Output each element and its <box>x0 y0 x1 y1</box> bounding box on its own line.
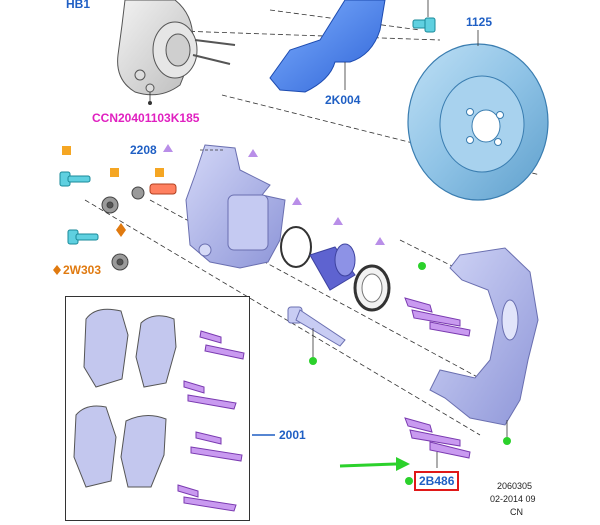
label-guide-kit[interactable]: 2208 <box>130 143 157 157</box>
guide-bushing-lower[interactable] <box>111 253 129 271</box>
caliper-bracket[interactable] <box>429 247 539 426</box>
label-brake-disc[interactable]: 1125 <box>466 15 493 29</box>
triangle-marker-icon <box>248 149 258 157</box>
piston-seal[interactable] <box>353 264 391 312</box>
label-bolts[interactable]: 2W303 <box>63 263 102 277</box>
arrow-icon <box>339 457 410 471</box>
triangle-marker-icon <box>163 144 173 152</box>
diamond-marker-icon <box>53 265 61 275</box>
splash-shield[interactable] <box>269 0 386 93</box>
brake-pads-kit-box[interactable] <box>65 296 250 521</box>
shield-bolt[interactable] <box>412 17 436 33</box>
dot-marker-icon <box>405 477 413 485</box>
steering-knuckle[interactable] <box>117 0 236 96</box>
brake-pad <box>135 315 177 388</box>
caliper-housing[interactable] <box>185 144 286 269</box>
brake-disc[interactable] <box>407 43 549 201</box>
label-knuckle-code[interactable]: CCN20401103K185 <box>92 111 200 125</box>
dust-boot[interactable] <box>280 226 312 268</box>
diamond-marker-icon <box>116 223 126 237</box>
dot-marker-icon <box>148 101 152 105</box>
guide-pin-lower[interactable] <box>287 306 346 347</box>
brake-pads-kit-illustration <box>73 308 245 512</box>
pad-clips-lower[interactable] <box>404 417 471 459</box>
pad-clips-upper[interactable] <box>404 297 471 337</box>
dot-marker-icon <box>309 357 317 365</box>
guide-pin[interactable] <box>149 183 177 195</box>
guide-pin-seal[interactable] <box>131 186 145 200</box>
footer-date: 02-2014 09 <box>490 494 536 504</box>
caliper-bolt-lower[interactable] <box>67 229 99 245</box>
piston[interactable] <box>309 243 356 291</box>
square-marker-icon <box>110 168 119 177</box>
label-bracket-highlighted[interactable]: 2B486 <box>414 471 460 491</box>
caliper-bolt-upper[interactable] <box>59 171 91 187</box>
brake-pad <box>120 415 167 488</box>
triangle-marker-icon <box>333 217 343 225</box>
triangle-marker-icon <box>375 237 385 245</box>
square-marker-icon <box>62 146 71 155</box>
brake-pad <box>73 405 117 488</box>
label-pads[interactable]: 2001 <box>279 428 306 442</box>
triangle-marker-icon <box>292 197 302 205</box>
label-hub[interactable]: HB1 <box>66 0 91 11</box>
label-splash-shield[interactable]: 2K004 <box>325 93 361 107</box>
dot-marker-icon <box>503 437 511 445</box>
footer-code: 2060305 <box>497 481 533 491</box>
dot-marker-icon <box>418 262 426 270</box>
brake-pad <box>83 308 129 388</box>
footer-region: CN <box>510 507 523 517</box>
square-marker-icon <box>155 168 164 177</box>
guide-bushing-upper[interactable] <box>101 196 119 214</box>
